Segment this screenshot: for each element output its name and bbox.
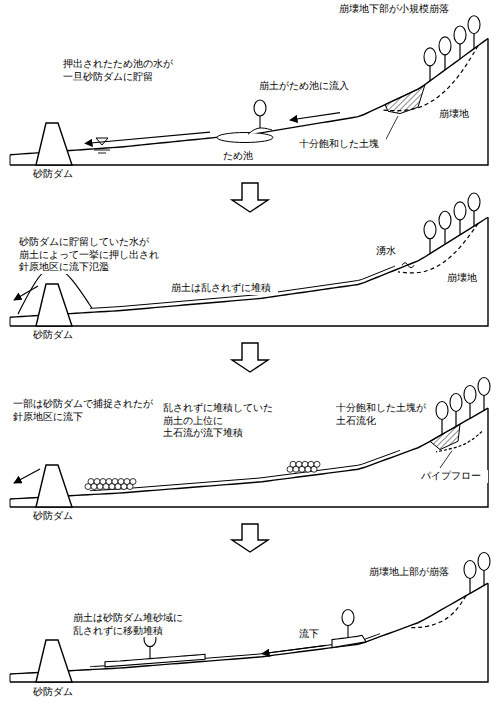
deposit-surface [90, 634, 380, 667]
annotation-label: 崩壊地 [438, 108, 476, 121]
saturated-block [430, 424, 460, 449]
annotation-label: 砂防ダム [32, 510, 80, 523]
step-arrow [232, 524, 268, 552]
sabo-dam [36, 640, 72, 682]
tree-crown [464, 385, 476, 403]
ground-surface [10, 217, 488, 317]
tree-crown [436, 401, 448, 419]
flow-arrow [14, 469, 40, 483]
ground-base [10, 217, 488, 326]
step-arrow [232, 183, 268, 212]
annotation-label: 崩壊地下部が小規模崩落 [338, 3, 456, 16]
step-arrow [232, 343, 268, 372]
flow-arrow [14, 286, 38, 300]
annotation-label: 砂防ダム [32, 686, 80, 699]
tree-crown [254, 100, 266, 116]
ground-base [10, 583, 488, 682]
ground-edge [10, 499, 11, 507]
annotation-label: パイプフロー [420, 470, 488, 483]
tree-crown [478, 552, 490, 570]
ground-edge [10, 674, 11, 682]
water-level-mark [96, 138, 108, 145]
ground-surface [10, 38, 488, 154]
tree-crown [342, 610, 354, 626]
annotation-label: 崩土は乱されずに堆積 [170, 282, 278, 295]
annotation-label: 十分飽和した土塊 [298, 138, 386, 151]
annotation-label: 砂防ダム [32, 168, 80, 181]
tree-crown [478, 377, 490, 395]
annotation-label: 一部は砂防ダムで捕捉されたが 針原地区に流下 [12, 398, 160, 423]
tree-crown [468, 16, 480, 34]
saturated-block [385, 85, 425, 114]
ground-edge [10, 155, 11, 165]
ground-edge [10, 317, 11, 326]
ground-base [10, 38, 488, 165]
slide-scar [410, 596, 466, 628]
sabo-dam [36, 465, 72, 507]
leader-line [384, 116, 398, 143]
annotation-label: 崩壊地上部が崩落 [368, 566, 456, 579]
pond [217, 133, 273, 143]
tree-crown [424, 221, 436, 239]
debris-rock [314, 461, 320, 467]
moved-deposit [105, 654, 205, 666]
debris-mound [248, 128, 272, 134]
spring-mark [402, 263, 414, 268]
tree-crown [439, 211, 451, 229]
tree-crown [439, 37, 451, 55]
leader-line [440, 451, 452, 468]
water-level-mark [94, 150, 110, 153]
tree-crown [454, 202, 466, 220]
annotation-label: 砂防ダム [32, 329, 80, 342]
annotation-label: 崩土は砂防ダム堆砂域に 乱されずに移動堆積 [72, 612, 190, 637]
sabo-dam [36, 123, 72, 165]
tree-crown [424, 48, 436, 66]
annotation-label: 十分飽和した土塊が 土石流化 [335, 402, 433, 427]
pipe-flow [436, 432, 482, 452]
annotation-label: 崩土がため池に流入 [258, 80, 356, 93]
debris-rock [130, 479, 136, 485]
annotation-label: 砂防ダムに貯留していた水が 崩土によって一挙に押し出され 針原地区に流下氾濫 [18, 236, 166, 274]
tree-crown [450, 393, 462, 411]
sabo-dam [36, 284, 72, 326]
annotation-label: 湧水 [375, 245, 403, 258]
annotation-label: 崩壊地 [446, 272, 484, 285]
tree-crown [464, 560, 476, 578]
flow-arrow [290, 113, 340, 120]
annotation-label: 流下 [298, 628, 326, 641]
annotation-label: ため池 [222, 150, 260, 163]
deposit-surface [90, 450, 400, 490]
tree-crown [454, 26, 466, 44]
slide-scar [398, 224, 478, 273]
tree-crown [468, 193, 480, 211]
annotation-label: 乱されずに堆積していた 崩土の上位に 土石流が流下堆積 [162, 402, 280, 440]
displaced-block [332, 635, 366, 647]
ground-surface [10, 583, 488, 674]
annotation-label: 押出されたため池の水が 一旦砂防ダムに貯留 [62, 58, 180, 83]
flow-arrow [262, 645, 326, 653]
